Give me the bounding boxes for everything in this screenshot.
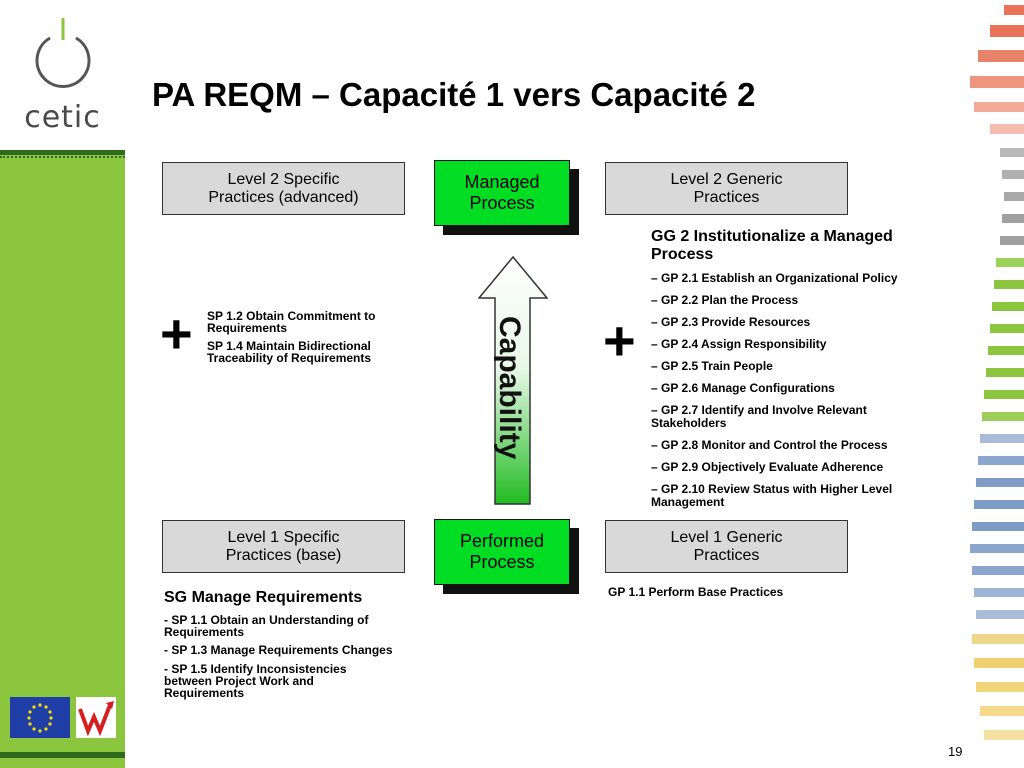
dash: – [651,403,658,417]
dash: – [651,482,658,496]
sp-line: SP 1.2 Obtain Commitment to [207,309,376,323]
list-item: – GP 2.4 Assign Responsibility [651,338,961,351]
logo-text: cetic [24,100,101,135]
list-item: – GP 2.1 Establish an Organizational Pol… [651,272,961,285]
sg-line: Requirements [164,686,245,700]
gg2-list: – GP 2.1 Establish an Organizational Pol… [651,272,961,518]
sg-line: - SP 1.3 Manage Requirements Changes [164,643,393,657]
dash: – [651,438,658,452]
item-text: GP 2.7 Identify and Involve Relevant [661,403,867,417]
list-item: – GP 2.2 Plan the Process [651,294,961,307]
list-item: – GP 2.9 Objectively Evaluate Adherence [651,461,961,474]
list-item: – GP 2.5 Train People [651,360,961,373]
item-text: GP 2.6 Manage Configurations [661,381,835,395]
sg-line: - SP 1.5 Identify Inconsistencies [164,662,347,676]
box-line: Level 2 Generic [670,170,783,188]
box-line: Practices [693,546,760,564]
sp-item: SP 1.2 Obtain Commitment to Requirements [207,310,375,334]
decorative-stripes [970,5,1024,740]
dash: – [651,337,658,351]
walloon-logo-icon [76,697,116,738]
item-text: GP 2.1 Establish an Organizational Polic… [661,271,898,285]
dash: – [651,315,658,329]
dash: – [651,460,658,474]
box-line: Performed [459,531,545,551]
dash: – [651,359,658,373]
page-number: 19 [948,744,963,759]
box-line: Level 1 Generic [670,528,783,546]
list-item: – GP 2.6 Manage Configurations [651,382,961,395]
plus-icon: + [603,309,636,372]
heading-line: GG 2 Institutionalize a Managed [651,228,893,245]
dash: – [651,271,658,285]
gg2-heading: GG 2 Institutionalize a Managed Process [651,228,893,264]
list-item: – GP 2.10 Review Status with Higher Leve… [651,483,961,509]
dash: – [651,293,658,307]
sidebar-divider [0,150,125,155]
item-text: GP 2.8 Monitor and Control the Process [661,438,888,452]
gp11-text: GP 1.1 Perform Base Practices [608,585,784,599]
item-text: GP 2.10 Review Status with Higher Level [661,482,893,496]
list-item: – GP 2.8 Monitor and Control the Process [651,439,961,452]
sg-item: - SP 1.1 Obtain an Understanding of Requ… [164,614,368,638]
sg-line: - SP 1.1 Obtain an Understanding of [164,613,369,627]
sp-line: SP 1.4 Maintain Bidirectional [207,339,371,353]
cetic-logo-icon [35,18,91,88]
sidebar-bottom-bar [0,752,125,758]
item-text: Stakeholders [651,416,727,430]
plus-icon: + [160,302,193,365]
item-text: GP 2.5 Train People [661,359,773,373]
box-line: Managed [464,172,540,192]
page-title: PA REQM – Capacité 1 vers Capacité 2 [152,76,756,113]
sg-item: - SP 1.3 Manage Requirements Changes [164,644,393,656]
box-line: Level 1 Specific [227,528,340,546]
item-text: GP 2.9 Objectively Evaluate Adherence [661,460,884,474]
dash: – [651,381,658,395]
sg-item: - SP 1.5 Identify Inconsistencies betwee… [164,663,347,699]
eu-flag-icon [10,697,70,738]
item-text: GP 2.2 Plan the Process [661,293,799,307]
heading-line: Process [651,246,714,263]
sidebar-dotted-divider [0,156,125,158]
sg-line: between Project Work and [164,674,314,688]
logo-panel: cetic [0,0,125,150]
sp-item: SP 1.4 Maintain Bidirectional Traceabili… [207,340,371,364]
sg-line: Requirements [164,625,245,639]
sp-line: Requirements [207,321,288,335]
box-line: Practices (base) [225,546,342,564]
box-line: Level 2 Specific [227,170,340,188]
sp-line: Traceability of Requirements [207,351,372,365]
item-text: GP 2.4 Assign Responsibility [661,337,827,351]
list-item: – GP 2.3 Provide Resources [651,316,961,329]
item-text: GP 2.3 Provide Resources [661,315,811,329]
item-text: Management [651,495,725,509]
box-line: Practices (advanced) [208,188,359,206]
capability-arrow: Capability [478,256,548,505]
box-line: Process [469,552,535,572]
sg-heading: SG Manage Requirements [164,589,363,606]
box-line: Practices [693,188,760,206]
arrow-label: Capability [493,316,526,460]
box-line: Process [469,193,535,213]
